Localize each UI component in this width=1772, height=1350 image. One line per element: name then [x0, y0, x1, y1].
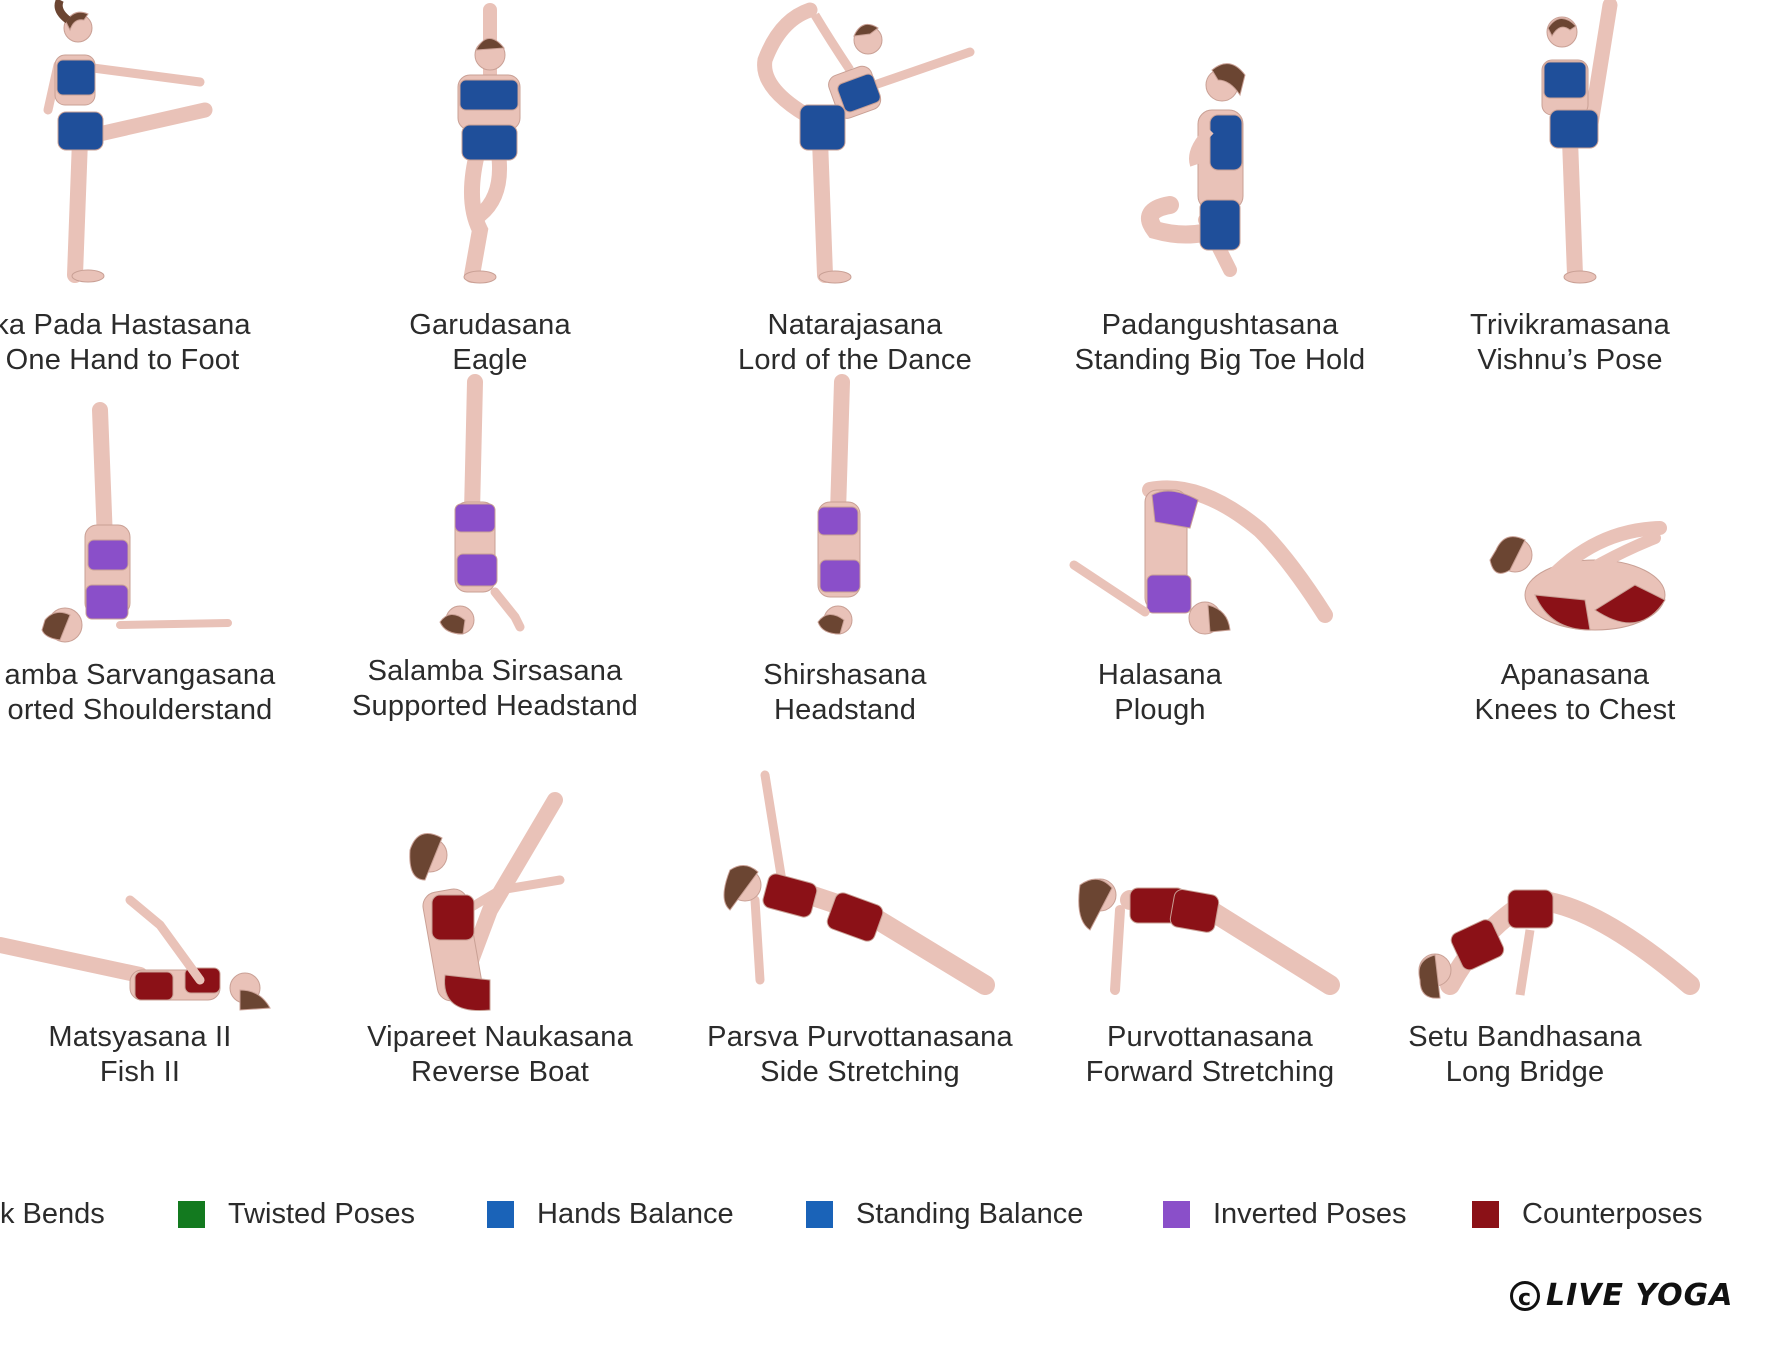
- pose-label: Parsva Purvottanasana Side Stretching: [700, 1020, 1020, 1090]
- legend-label: k Bends: [0, 1198, 105, 1230]
- pose-label: Shirshasana Headstand: [710, 658, 980, 728]
- eagle-pose-icon: [457, 3, 521, 284]
- shoulderstand-pose-icon: [41, 402, 232, 643]
- fish-pose-icon: [0, 895, 271, 1011]
- legend-swatch: [487, 1201, 514, 1228]
- pose-label: Trivikramasana Vishnu’s Pose: [1430, 308, 1710, 378]
- pose-sanskrit-name: Padangushtasana: [1101, 309, 1339, 341]
- pose-natarajasana: Natarajasana Lord of the Dance: [720, 0, 1020, 380]
- pose-sanskrit-name: Halasana: [1097, 659, 1223, 691]
- pose-label: Halasana Plough: [1060, 658, 1260, 728]
- side-plank-pose-icon: [723, 770, 995, 995]
- pose-english-name: Plough: [1114, 694, 1206, 726]
- pose-sanskrit-name: ka Pada Hastasana: [0, 309, 251, 341]
- upward-plank-pose-icon: [1078, 878, 1340, 995]
- pose-salamba-sarvangasana: amba Sarvangasana orted Shoulderstand: [0, 380, 280, 740]
- legend-label: Counterposes: [1522, 1198, 1703, 1230]
- legend-swatch: [178, 1201, 205, 1228]
- pose-label: Natarajasana Lord of the Dance: [710, 308, 1000, 378]
- pose-label: ka Pada Hastasana One Hand to Foot: [0, 308, 265, 378]
- pose-sanskrit-name: Setu Bandhasana: [1408, 1021, 1642, 1053]
- pose-english-name: Forward Stretching: [1085, 1056, 1335, 1088]
- legend-label: Hands Balance: [537, 1198, 734, 1230]
- legend-label: Inverted Poses: [1213, 1198, 1407, 1230]
- pose-english-name: orted Shoulderstand: [7, 694, 273, 726]
- legend-label: Twisted Poses: [228, 1198, 415, 1230]
- pose-english-name: Vishnu’s Pose: [1477, 344, 1663, 376]
- pose-sanskrit-name: Garudasana: [409, 309, 571, 341]
- pose-english-name: Fish II: [99, 1056, 181, 1088]
- logo-text: LIVE YOGA: [1546, 1278, 1734, 1313]
- pose-sanskrit-name: Salamba Sirsasana: [367, 655, 623, 687]
- pose-sanskrit-name: Vipareet Naukasana: [367, 1021, 633, 1053]
- pose-sanskrit-name: Trivikramasana: [1470, 309, 1670, 341]
- headstand-pose-icon: [817, 374, 861, 635]
- pose-english-name: Supported Headstand: [352, 690, 638, 722]
- pose-parsva-purvottanasana: Parsva Purvottanasana Side Stretching: [700, 770, 1040, 1120]
- pose-english-name: Side Stretching: [760, 1056, 960, 1088]
- legend-swatch: [1163, 1201, 1190, 1228]
- pose-apanasana: Apanasana Knees to Chest: [1450, 500, 1750, 740]
- standing-leg-extended-icon: [43, 0, 213, 283]
- knees-to-chest-pose-icon: [1489, 521, 1667, 631]
- copyright-icon: c: [1510, 1281, 1540, 1311]
- pose-label: Setu Bandhasana Long Bridge: [1390, 1020, 1660, 1090]
- pose-sanskrit-name: Shirshasana: [763, 659, 927, 691]
- pose-sanskrit-name: Parsva Purvottanasana: [707, 1021, 1013, 1053]
- pose-label: Matsyasana II Fish II: [20, 1020, 260, 1090]
- pose-label: Apanasana Knees to Chest: [1450, 658, 1700, 728]
- standing-split-pose-icon: [1541, 0, 1618, 284]
- pose-sanskrit-name: Natarajasana: [767, 309, 943, 341]
- plough-pose-icon: [1069, 480, 1333, 635]
- pose-sanskrit-name: Matsyasana II: [48, 1021, 232, 1053]
- supported-headstand-pose-icon: [439, 374, 525, 635]
- pose-purvottanasana: Purvottanasana Forward Stretching: [1060, 860, 1380, 1120]
- pose-label: Garudasana Eagle: [360, 308, 620, 378]
- pose-label: Vipareet Naukasana Reverse Boat: [350, 1020, 650, 1090]
- pose-padangushtasana: Padangushtasana Standing Big Toe Hold: [1075, 0, 1380, 380]
- pose-setu-bandhasana: Setu Bandhasana Long Bridge: [1390, 870, 1720, 1120]
- pose-matsyasana-ii: Matsyasana II Fish II: [0, 880, 280, 1120]
- pose-salamba-sirsasana: Salamba Sirsasana Supported Headstand: [345, 372, 645, 732]
- pose-english-name: Reverse Boat: [410, 1056, 590, 1088]
- pose-garudasana: Garudasana Eagle: [380, 0, 620, 380]
- pose-english-name: Long Bridge: [1445, 1056, 1605, 1088]
- pose-english-name: Eagle: [452, 344, 528, 376]
- pose-english-name: Knees to Chest: [1474, 694, 1676, 726]
- pose-label: amba Sarvangasana orted Shoulderstand: [0, 658, 300, 728]
- bridge-pose-icon: [1418, 889, 1700, 999]
- pose-english-name: Headstand: [773, 694, 917, 726]
- pose-label: Padangushtasana Standing Big Toe Hold: [1060, 308, 1380, 378]
- pose-vipareet-naukasana: Vipareet Naukasana Reverse Boat: [350, 780, 650, 1120]
- pose-shirshasana: Shirshasana Headstand: [720, 372, 980, 732]
- pose-sanskrit-name: Apanasana: [1500, 659, 1650, 691]
- pose-eka-pada-hastasana: ka Pada Hastasana One Hand to Foot: [0, 0, 260, 380]
- pose-label: Salamba Sirsasana Supported Headstand: [345, 654, 645, 724]
- pose-halasana: Halasana Plough: [1060, 400, 1380, 740]
- toe-stand-pose-icon: [1141, 63, 1246, 277]
- pose-sanskrit-name: Purvottanasana: [1107, 1021, 1313, 1053]
- pose-english-name: One Hand to Foot: [5, 344, 240, 376]
- reverse-boat-pose-icon: [409, 792, 565, 1012]
- pose-sanskrit-name: amba Sarvangasana: [4, 659, 276, 691]
- dancer-pose-icon: [757, 2, 975, 284]
- pose-english-name: Lord of the Dance: [738, 344, 972, 376]
- legend-label: Standing Balance: [856, 1198, 1084, 1230]
- pose-trivikramasana: Trivikramasana Vishnu’s Pose: [1440, 0, 1700, 380]
- pose-label: Purvottanasana Forward Stretching: [1060, 1020, 1360, 1090]
- legend-swatch: [806, 1201, 833, 1228]
- pose-english-name: Standing Big Toe Hold: [1074, 344, 1366, 376]
- legend-swatch: [1472, 1201, 1499, 1228]
